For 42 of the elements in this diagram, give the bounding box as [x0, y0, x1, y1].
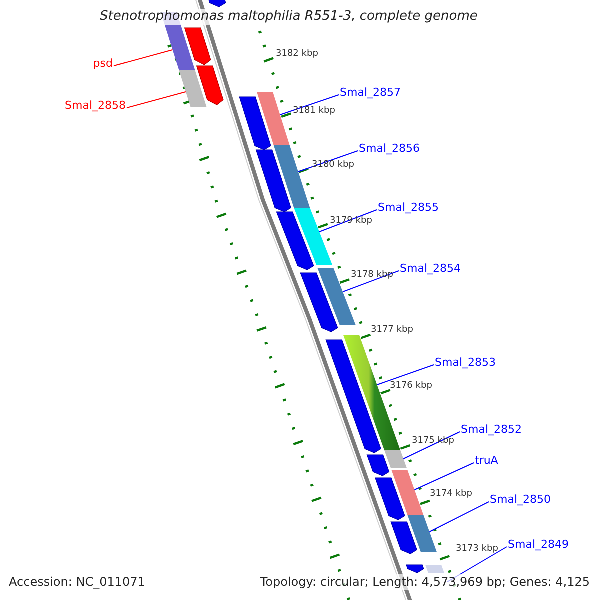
- coding-region-block: [326, 340, 382, 454]
- gene-label: Smal_2857: [340, 86, 401, 100]
- gene-label: Smal_2855: [378, 201, 439, 215]
- gene-label: Smal_2854: [400, 262, 461, 276]
- leader-line: [429, 502, 490, 532]
- leader-line: [403, 432, 460, 460]
- coding-region-block: [276, 212, 314, 270]
- coding-region-block: [184, 28, 212, 66]
- gene-label: Smal_2850: [490, 493, 551, 507]
- leader-line: [114, 50, 174, 66]
- coding-region-block: [256, 150, 292, 212]
- position-label: 3181 kbp: [293, 106, 336, 117]
- gene-block: [384, 450, 407, 468]
- gene-block: [408, 515, 437, 552]
- gene-block: [179, 70, 207, 107]
- gene-label: truA: [475, 454, 498, 468]
- position-label: 3174 kbp: [430, 489, 472, 500]
- gene-block: [257, 92, 290, 145]
- gene-block: [274, 145, 310, 208]
- leader-line: [126, 92, 186, 108]
- gene-block: [294, 208, 332, 265]
- gene-label: Smal_2852: [461, 423, 522, 437]
- coding-region-block: [239, 96, 272, 150]
- gene-label: Smal_2856: [359, 142, 420, 156]
- position-label: 3175 kbp: [412, 436, 454, 447]
- leader-line: [376, 364, 434, 386]
- leader-line: [342, 270, 400, 292]
- coding-region-block: [196, 66, 224, 106]
- position-label: 3182 kbp: [276, 49, 318, 60]
- coding-region-block: [366, 454, 390, 476]
- gene-label: Smal_2853: [435, 356, 496, 370]
- position-label: 3173 kbp: [456, 544, 498, 555]
- gene-label: Smal_2849: [508, 538, 569, 552]
- gene-block: [392, 470, 424, 515]
- gene-label: Smal_2858: [65, 99, 126, 113]
- leader-line: [280, 94, 340, 116]
- gene-label: psd: [93, 57, 113, 71]
- coding-region-block: [300, 272, 338, 332]
- leader-line: [414, 462, 474, 490]
- position-label: 3176 kbp: [390, 381, 432, 392]
- coding-region-block: [390, 522, 418, 554]
- position-label: 3177 kbp: [371, 325, 414, 336]
